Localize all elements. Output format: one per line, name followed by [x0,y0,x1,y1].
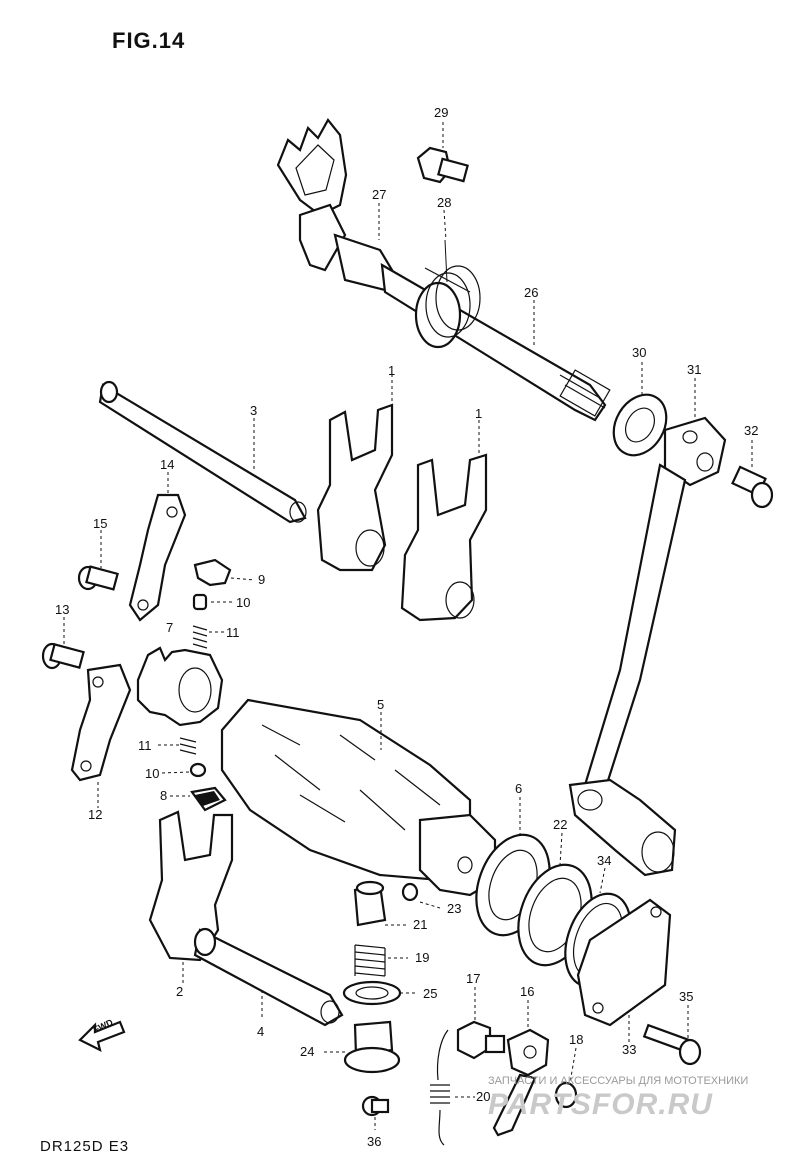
callout-23: 23 [447,901,462,916]
callout-10b: 10 [145,766,160,781]
cam-stopper-plate-12 [70,663,132,782]
callout-8: 8 [160,788,168,803]
plug-21 [353,880,387,927]
callout-7: 7 [166,620,174,635]
callout-2: 2 [176,984,184,999]
callout-15: 15 [93,516,108,531]
callout-9: 9 [258,572,266,587]
callout-19: 19 [415,950,430,965]
gearshift-lever [568,416,727,877]
plug-bolt-24 [343,1020,401,1074]
callout-17: 17 [466,971,481,986]
callout-1a: 1 [388,363,396,378]
watermark-logo: PARTSFOR.RU [488,1088,713,1121]
callout-34: 34 [597,853,612,868]
arm-16 [492,1028,550,1137]
callout-29: 29 [434,105,449,120]
pin-10-upper [192,593,208,611]
bolt-32 [731,465,774,509]
callout-30: 30 [632,345,647,360]
washer-18 [554,1081,578,1109]
forward-arrow-icon [78,1020,126,1053]
callout-31: 31 [687,362,702,377]
spring-11-lower [179,737,197,755]
callout-26: 26 [524,285,539,300]
leader-lines [63,122,753,1130]
callout-12: 12 [88,807,103,822]
stopper-pin-9 [193,558,232,587]
figure-title: FIG.14 [112,28,186,53]
cover-33 [576,898,672,1027]
callout-6: 6 [515,781,523,796]
spring-11-upper [192,625,208,649]
callout-1b: 1 [475,406,483,421]
fork-shaft-3 [98,380,307,524]
stopper-plate-14 [128,493,187,622]
callout-35: 35 [679,989,694,1004]
callout-18: 18 [569,1032,584,1047]
shift-fork-1b [400,453,488,622]
callout-11a: 11 [226,625,240,640]
callout-28: 28 [437,195,452,210]
shift-fork-2 [148,810,234,962]
pin-10-lower [189,762,207,778]
cam-gear-7 [136,646,224,727]
model-code: DR125D E3 [40,1138,130,1155]
callout-5: 5 [377,697,385,712]
callout-27: 27 [372,187,387,202]
callout-4: 4 [257,1024,265,1039]
callout-25: 25 [423,986,438,1001]
callout-20: 20 [476,1089,491,1104]
callout-14: 14 [160,457,175,472]
shift-fork-1a [316,403,394,572]
watermark-tagline: ЗАПЧАСТИ И АКСЕССУАРЫ ДЛЯ МОТОТЕХНИКИ [488,1075,749,1087]
callout-16: 16 [520,984,535,999]
oil-seal [612,393,668,457]
gearshift-cam-5 [220,698,497,897]
callout-33: 33 [622,1042,637,1057]
screw-13 [41,642,85,670]
screw-15 [77,565,119,591]
callout-36: 36 [367,1134,382,1149]
pin-23 [401,882,419,902]
callout-11b: 11 [138,738,152,753]
callout-21: 21 [413,917,428,932]
screw-35 [642,1023,702,1066]
spring-20 [430,1029,450,1146]
callout-32: 32 [744,423,759,438]
pin-8 [190,786,227,812]
bolt-17 [456,1020,506,1060]
bolt-29 [416,146,469,184]
spring-19 [354,944,386,977]
callout-3: 3 [250,403,258,418]
callout-10a: 10 [236,595,251,610]
callout-13: 13 [55,602,70,617]
gasket-25 [342,980,402,1006]
return-spring [414,239,481,349]
callout-22: 22 [553,817,568,832]
screw-36 [361,1095,390,1117]
fork-shaft-4 [193,927,344,1027]
callout-24: 24 [300,1044,315,1059]
